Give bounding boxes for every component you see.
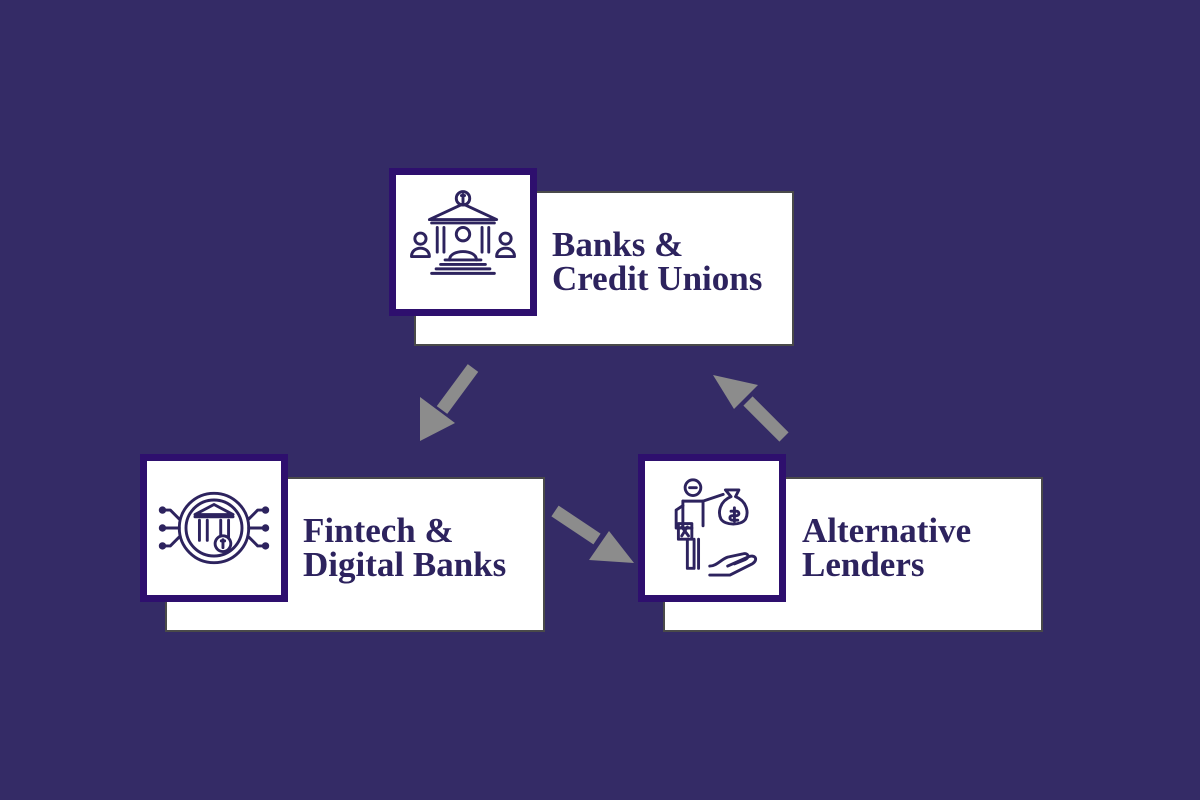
bank-building-people-icon xyxy=(410,190,516,275)
fintech-label: Fintech & Digital Banks xyxy=(303,511,507,584)
arrow-banks-to-fintech xyxy=(420,364,479,441)
arrow-fintech-to-alternative xyxy=(551,505,634,563)
banks-label-line2: Credit Unions xyxy=(552,259,763,298)
digital-bank-circuit-icon xyxy=(158,491,270,565)
fintech-label-line1: Fintech & xyxy=(303,511,454,550)
alternative-label: Alternative Lenders xyxy=(802,511,972,584)
lender-money-bag-icon xyxy=(674,478,758,577)
banks-label: Banks & Credit Unions xyxy=(552,225,763,298)
banks-label-line1: Banks & xyxy=(552,225,684,264)
banks-icon-box xyxy=(389,168,537,316)
fintech-label-line2: Digital Banks xyxy=(303,545,507,584)
alternative-label-line1: Alternative xyxy=(802,511,972,550)
fintech-icon-box xyxy=(140,454,288,602)
alternative-label-line2: Lenders xyxy=(802,545,925,584)
arrow-alternative-to-banks xyxy=(713,375,789,442)
alternative-icon-box xyxy=(638,454,786,602)
